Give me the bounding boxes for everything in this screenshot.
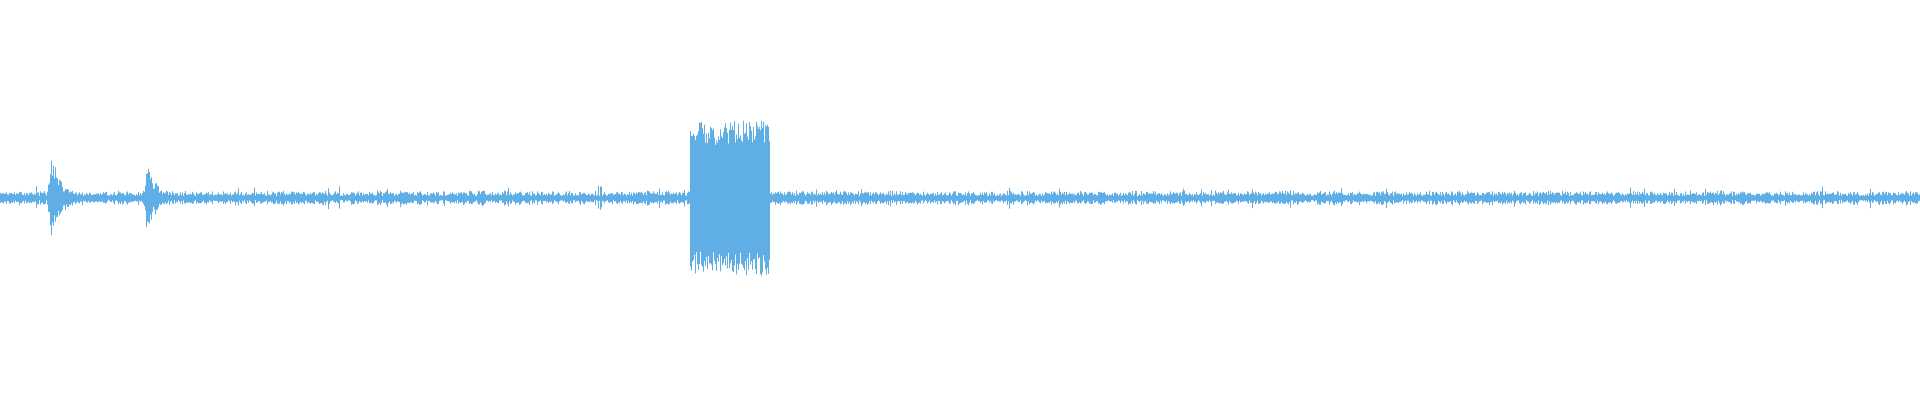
waveform-trace: [0, 120, 1920, 276]
